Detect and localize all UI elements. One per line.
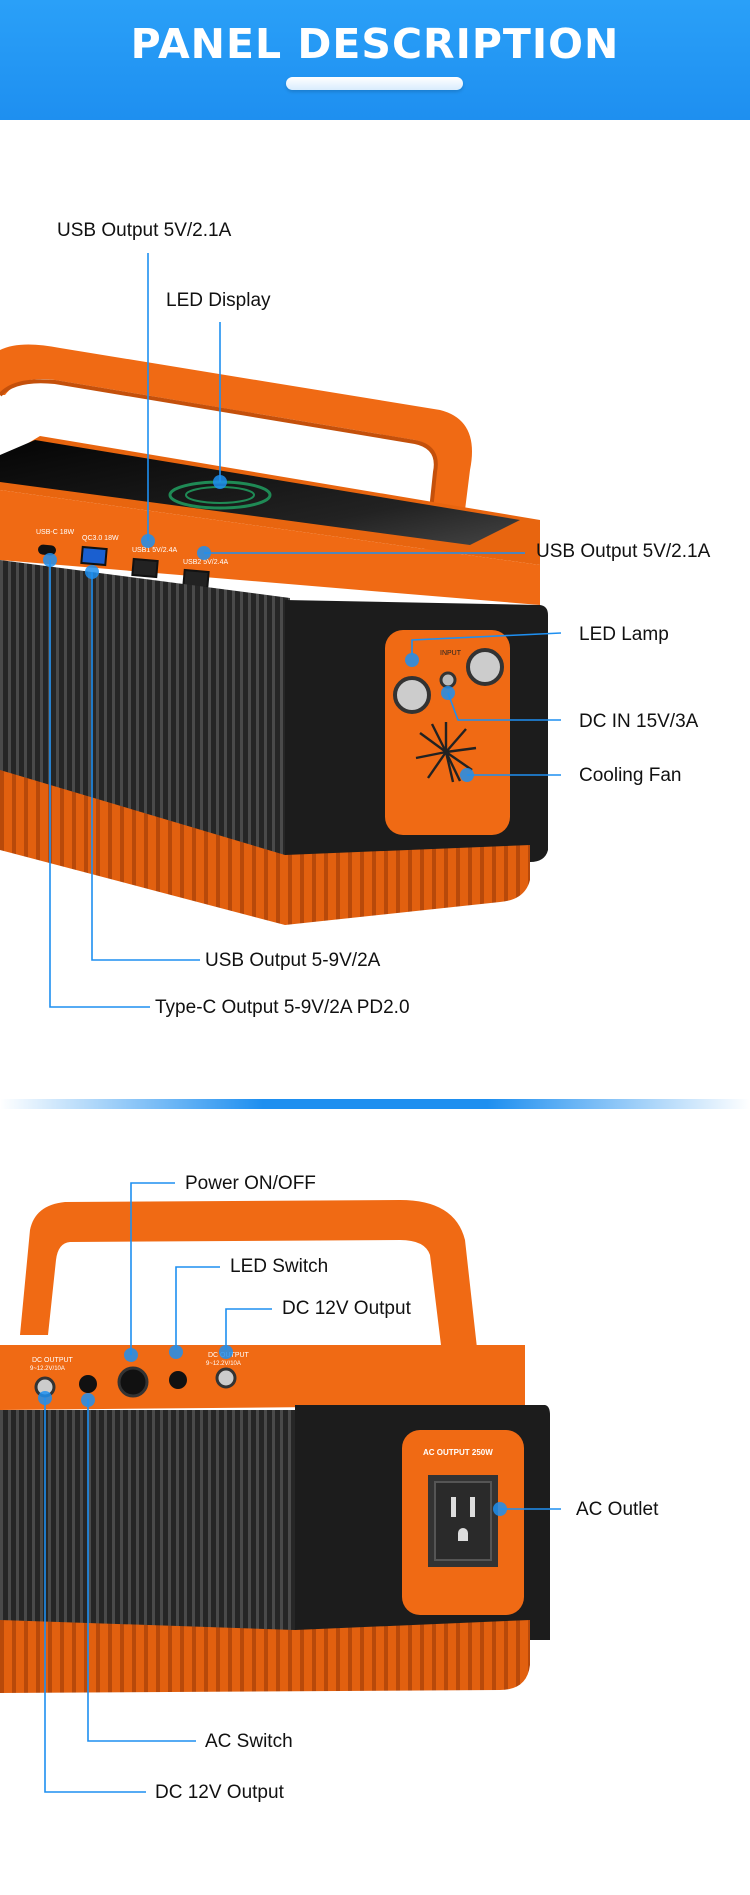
port-label-usb2: USB2 5V/2.4A: [183, 559, 228, 566]
top-callout-dots: [43, 475, 474, 782]
ac-output-label: AC OUTPUT 250W: [423, 1448, 493, 1457]
port-label-usbc: USB-C 18W: [36, 529, 75, 536]
top-device: USB-C 18W QC3.0 18W USB1 5V/2.4A USB2 5V…: [0, 344, 548, 925]
label-dc-in: DC IN 15V/3A: [579, 711, 699, 732]
label-dc12-output-bottom: DC 12V Output: [155, 1782, 284, 1803]
label-led-display: LED Display: [166, 290, 271, 311]
bottom-callout-dots: [38, 1345, 507, 1516]
label-led-switch: LED Switch: [230, 1256, 329, 1277]
label-usb-output-top: USB Output 5V/2.1A: [57, 220, 232, 241]
label-ac-switch: AC Switch: [205, 1731, 293, 1752]
section-divider: [0, 1099, 750, 1109]
header-banner: PANEL DESCRIPTION: [0, 0, 750, 120]
dc-output-right-line2: 9~12.2V/10A: [206, 1361, 241, 1367]
label-type-c-output: Type-C Output 5-9V/2A PD2.0: [155, 997, 410, 1018]
label-cooling-fan: Cooling Fan: [579, 765, 682, 786]
bottom-device: DC OUTPUT 9~12.2V/10A DC OUTPUT 9~12.2V/…: [0, 1200, 550, 1693]
port-label-usb1: USB1 5V/2.4A: [132, 547, 177, 554]
top-callout-lines: [49, 253, 562, 1008]
label-ac-outlet: AC Outlet: [576, 1499, 659, 1520]
label-usb-qc-output: USB Output 5-9V/2A: [205, 950, 381, 971]
label-dc12-output-top: DC 12V Output: [282, 1298, 411, 1319]
page-title: PANEL DESCRIPTION: [130, 20, 620, 68]
port-label-qc: QC3.0 18W: [82, 535, 119, 542]
title-underline: [286, 77, 463, 90]
label-usb-output-right: USB Output 5V/2.1A: [536, 541, 711, 562]
dc-output-left-line2: 9~12.2V/10A: [30, 1366, 65, 1372]
label-led-lamp: LED Lamp: [579, 624, 669, 645]
bottom-callout-lines: [44, 1182, 561, 1793]
input-label: INPUT: [440, 650, 462, 657]
label-power-switch: Power ON/OFF: [185, 1173, 316, 1194]
dc-output-left-line1: DC OUTPUT: [32, 1357, 74, 1364]
